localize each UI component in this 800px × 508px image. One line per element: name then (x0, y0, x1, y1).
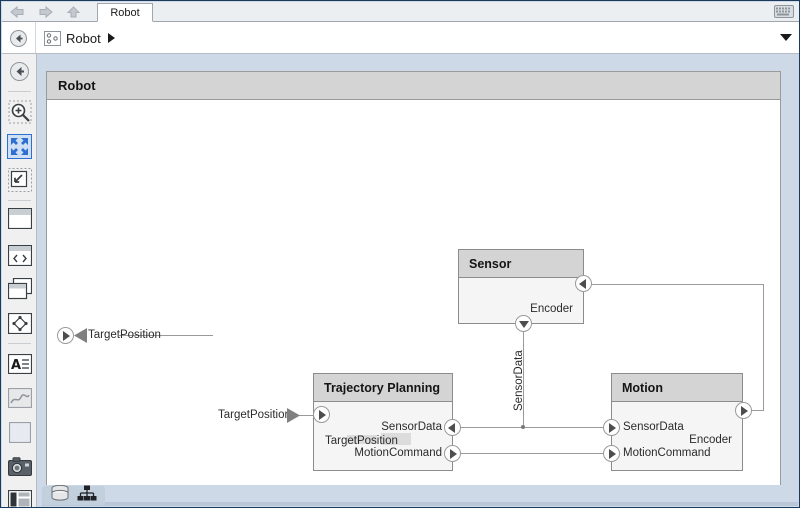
root-port-label: TargetPosition (88, 329, 161, 341)
port-tp-motioncommand[interactable] (444, 445, 461, 462)
block-trajectory-planning[interactable]: Trajectory Planning SensorData TargetPos… (313, 373, 453, 471)
inner-port-label-targetposition: TargetPosition (218, 409, 291, 421)
canvas-area: Robot (37, 54, 799, 507)
sidebar-item-annotation-area[interactable] (2, 415, 37, 449)
port-direction-out-icon (450, 448, 457, 459)
port-label-motion-encoder: Encoder (689, 434, 732, 446)
wire-sensordata-bus (453, 427, 643, 428)
port-sensor-encoder[interactable] (575, 275, 592, 292)
port-label-motion-motioncommand: MotionCommand (623, 447, 711, 459)
port-label-tp-motioncommand: MotionCommand (354, 447, 442, 459)
keyboard-icon[interactable] (774, 5, 794, 18)
database-stack-icon[interactable] (50, 484, 70, 506)
port-direction-in-icon (579, 278, 586, 289)
architecture-model-icon (44, 30, 61, 46)
port-motion-motioncommand[interactable] (603, 445, 620, 462)
port-direction-in-icon (609, 422, 616, 433)
port-label-tp-sensordata: SensorData (381, 421, 442, 433)
tab-bar: Robot (2, 2, 799, 22)
forward-arrow-icon[interactable] (32, 3, 58, 21)
port-tp-sensordata[interactable] (444, 419, 461, 436)
wire-encoder-to-sensor (584, 284, 764, 285)
sidebar-item-report-layout[interactable] (2, 483, 37, 507)
wire-sensordata-down (523, 323, 524, 427)
signal-label-sensordata: SensorData (513, 350, 525, 411)
sidebar-item-zoom-in-region[interactable] (2, 95, 37, 129)
sidebar-item-annotation-text[interactable]: A (2, 347, 37, 381)
wire-encoder-riser (763, 284, 764, 411)
toolbar-divider (7, 91, 31, 92)
diagram-surface[interactable]: TargetPosition TargetPosition Sensor Enc… (47, 101, 780, 491)
port-direction-out-icon (518, 321, 529, 328)
sidebar-item-add-reference-component[interactable] (2, 238, 37, 272)
canvas-title: Robot (47, 72, 780, 100)
wire-junction-sensordata (521, 425, 525, 429)
port-label-motion-sensordata: SensorData (623, 421, 684, 433)
port-motion-sensordata[interactable] (603, 419, 620, 436)
up-arrow-icon[interactable] (60, 3, 86, 21)
breadcrumb-bar: Robot (2, 22, 799, 54)
port-direction-in-icon (609, 448, 616, 459)
port-tp-targetposition[interactable] (313, 406, 330, 423)
port-sensor-sensordata[interactable] (515, 315, 532, 332)
block-sensor-title: Sensor (459, 250, 583, 278)
block-motion[interactable]: Motion SensorData Encoder MotionCommand (611, 373, 743, 471)
sidebar-item-fit-to-view[interactable] (2, 129, 37, 163)
wire-encoder-out (743, 410, 764, 411)
component-box-icon (7, 207, 32, 234)
inner-port-flag-icon (287, 408, 300, 423)
root-port-flag-icon (74, 328, 87, 343)
sidebar-item-annotation-image[interactable] (2, 381, 37, 415)
breadcrumb-divider (35, 22, 36, 53)
label-edit-highlight (381, 433, 411, 445)
block-sensor[interactable]: Sensor Encoder (458, 249, 584, 324)
sidebar-item-add-variant-component[interactable] (2, 272, 37, 306)
sidebar-item-add-adapter[interactable] (2, 306, 37, 340)
port-direction-in-icon (448, 422, 455, 433)
toolbar-divider (7, 200, 31, 201)
breadcrumb-path: Robot (66, 30, 101, 46)
block-motion-title: Motion (612, 374, 742, 402)
port-label-sensor-encoder: Encoder (530, 303, 573, 315)
back-arrow-icon[interactable] (4, 3, 30, 21)
sidebar-item-camera-snapshot[interactable] (2, 449, 37, 483)
hierarchy-tree-icon[interactable] (77, 485, 97, 506)
architecture-canvas[interactable]: Robot (46, 71, 781, 492)
wire-motioncommand (453, 453, 643, 454)
status-bar-buttons (42, 484, 105, 506)
sidebar-item-navigate-back[interactable] (2, 54, 37, 88)
toolbar-divider (7, 343, 31, 344)
status-bar (37, 484, 799, 506)
port-label-tp-targetposition: TargetPosition (325, 435, 398, 447)
wire-targetposition-to-tp (290, 415, 316, 416)
port-direction-in-icon (319, 409, 326, 420)
back-circle-icon[interactable] (7, 27, 29, 49)
sidebar-item-zoom-to-selection[interactable] (2, 163, 37, 197)
sidebar-item-add-component[interactable] (2, 204, 37, 238)
navigation-buttons (4, 3, 86, 21)
port-motion-encoder[interactable] (735, 402, 752, 419)
label-edit-highlight (347, 435, 377, 444)
tab-label: Robot (110, 6, 140, 19)
breadcrumb[interactable]: Robot (44, 27, 115, 49)
svg-text:A: A (11, 358, 21, 373)
root-port-targetposition[interactable] (57, 327, 74, 344)
status-bar-strip (42, 502, 798, 506)
left-toolbar: A (2, 54, 37, 507)
breadcrumb-arrow-icon[interactable] (107, 33, 115, 43)
port-direction-out-icon (741, 405, 748, 416)
wire-root-targetposition (119, 335, 213, 336)
block-trajectory-planning-title: Trajectory Planning (314, 374, 452, 402)
port-direction-in-icon (63, 330, 70, 341)
tab-robot[interactable]: Robot (97, 3, 153, 22)
chevron-down-icon[interactable] (780, 34, 792, 41)
